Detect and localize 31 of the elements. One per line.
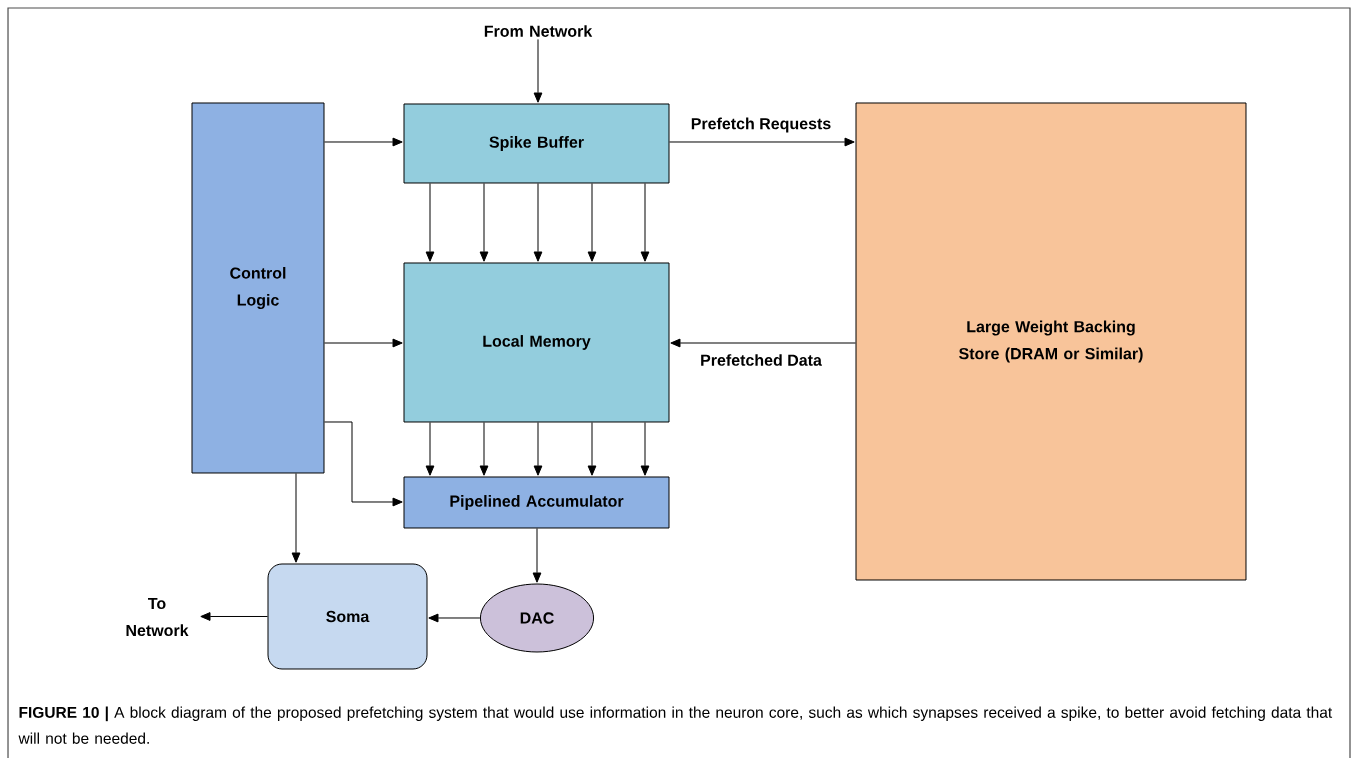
buffer-box: Spike Buffer: [403, 103, 670, 184]
arrow: [291, 473, 301, 563]
arrow: [425, 183, 435, 262]
arrow: [532, 528, 542, 583]
edge-label: Prefetch Requests: [689, 116, 833, 134]
arrow: [587, 422, 597, 476]
arrow: [533, 183, 543, 262]
arrow: [533, 38, 543, 103]
arrow: [324, 137, 403, 147]
arrow: [324, 421, 403, 507]
memory-box: Local Memory: [403, 262, 670, 423]
arrow: [640, 422, 650, 476]
arrow: [533, 422, 543, 476]
input-label: From Network: [484, 25, 593, 37]
arrow: [324, 338, 403, 348]
control-box: Control Logic: [191, 102, 325, 474]
accumulator-box: Pipelined Accumulator: [403, 476, 670, 529]
arrow: [425, 422, 435, 476]
arrow: [669, 137, 855, 147]
arrow: [479, 422, 489, 476]
arrow: [200, 612, 268, 621]
caption: FIGURE 10 | A block diagram of the proposed prefetching system that would use information in the neuron core, such as which synapses received a spike, to better avoid fetching data that will not be needed.: [18, 706, 1333, 744]
storage-box: Large Weight Backing Store (DRAM or Similar): [855, 102, 1247, 581]
arrow: [640, 183, 650, 262]
arrow: [587, 183, 597, 262]
arrow: [428, 613, 481, 623]
arrow: [479, 183, 489, 262]
soma-box: Soma: [267, 563, 428, 670]
arrow: [670, 338, 856, 348]
edge-label: Prefetched Data: [699, 353, 823, 367]
output-label: To Network: [126, 597, 189, 637]
